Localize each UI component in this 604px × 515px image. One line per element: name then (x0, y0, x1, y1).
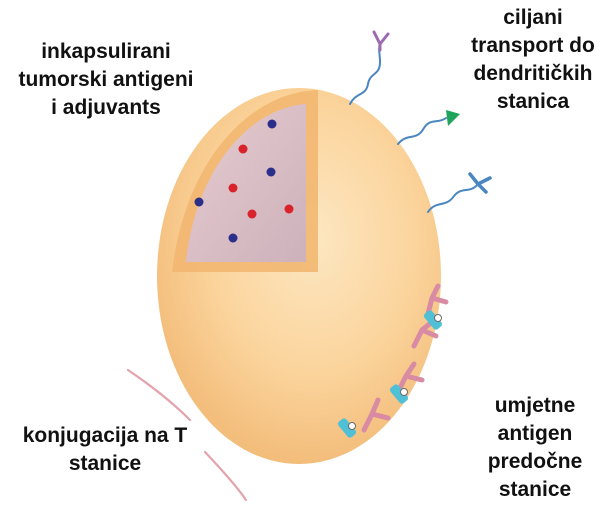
label-tcell-conjugation: konjugacija na T stanice (10, 422, 200, 478)
ligand-tether-3 (428, 184, 478, 212)
adjuvant-dot (267, 168, 276, 177)
label-encapsulated-antigens: inkapsulirani tumorski antigeni i adjuva… (6, 38, 206, 122)
antigen-dot (239, 145, 248, 154)
ligand-tether-1 (350, 44, 380, 104)
ligand-green-icon (446, 110, 460, 126)
label-targeted-transport: ciljani transport do dendritičkih stanic… (462, 4, 604, 116)
adjuvant-dot (268, 120, 277, 129)
adjuvant-dot (195, 198, 204, 207)
ligand-purple-icon (374, 32, 388, 50)
label-artificial-apc: umjetne antigen predočne stanice (470, 392, 600, 504)
ligand-tether-2 (398, 118, 446, 144)
adjuvant-dot (229, 234, 238, 243)
antigen-dot (248, 210, 257, 219)
tcell-membrane-2 (205, 452, 246, 500)
antigen-dot (229, 184, 238, 193)
antigen-dot (285, 205, 294, 214)
